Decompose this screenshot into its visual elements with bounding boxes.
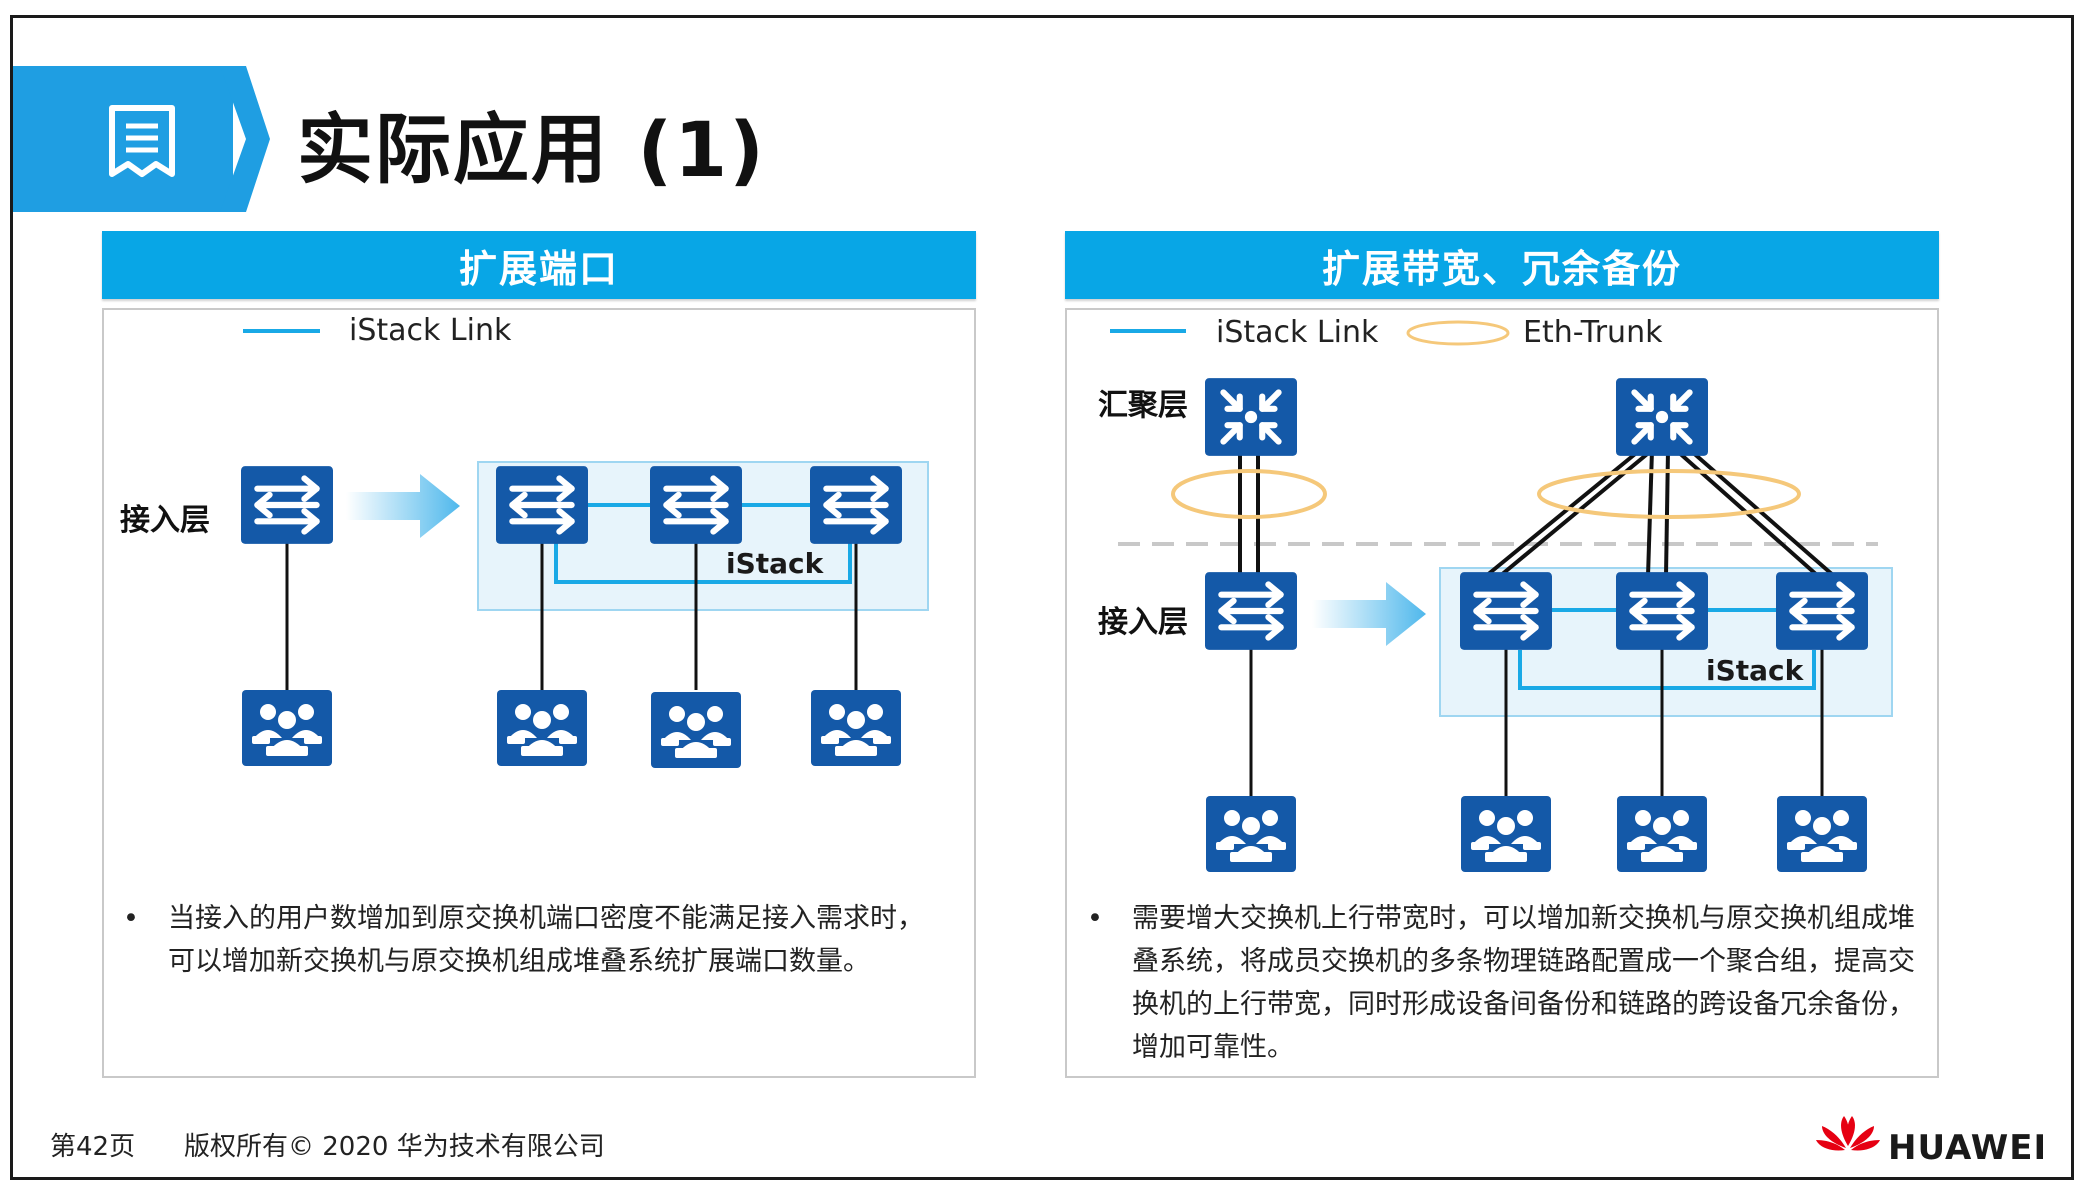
- eth-trunk-legend-icon: [1406, 320, 1510, 346]
- left-stack-label: iStack: [726, 547, 825, 580]
- left-legend-istack-link: iStack Link: [349, 313, 512, 348]
- left-description: • 当接入的用户数增加到原交换机端口密度不能满足接入需求时，可以增加新交换机与原…: [123, 897, 948, 983]
- switch-icon: [810, 466, 902, 544]
- switch-icon: [650, 466, 742, 544]
- right-stack-label: iStack: [1706, 654, 1805, 687]
- users-icon: [651, 692, 741, 768]
- right-trunk-uplinks: [1484, 448, 1836, 578]
- users-icon: [1777, 796, 1867, 872]
- switch-icon: [1776, 572, 1868, 650]
- eth-trunk-right: [1537, 469, 1801, 519]
- title-band-chevron: [220, 66, 270, 212]
- right-legend-istack-link: iStack Link: [1216, 315, 1379, 350]
- right-description-text: 需要增大交换机上行带宽时，可以增加新交换机与原交换机组成堆叠系统，将成员交换机的…: [1132, 903, 1915, 1063]
- document-icon: [109, 105, 175, 177]
- users-icon: [1461, 796, 1551, 872]
- slide-frame: [10, 15, 2074, 1180]
- switch-icon: [496, 466, 588, 544]
- aggregation-layer-label: 汇聚层: [1098, 388, 1188, 423]
- switch-icon: [1205, 572, 1297, 650]
- eth-trunk-left: [1171, 469, 1327, 519]
- left-access-layer-label: 接入层: [120, 503, 210, 538]
- left-istack-links: [554, 503, 852, 584]
- left-description-text: 当接入的用户数增加到原交换机端口密度不能满足接入需求时，可以增加新交换机与原交换…: [168, 903, 924, 977]
- right-single-uplinks: [1238, 450, 1260, 576]
- left-downlinks: [285, 542, 858, 690]
- users-icon: [497, 690, 587, 766]
- bullet-dot: •: [1087, 903, 1103, 934]
- users-icon: [811, 690, 901, 766]
- right-panel-header: 扩展带宽、冗余备份: [1065, 231, 1939, 299]
- brand-name: HUAWEI: [1888, 1128, 2048, 1168]
- users-icon: [1617, 796, 1707, 872]
- right-legend-eth-trunk: Eth-Trunk: [1523, 315, 1663, 350]
- right-istack-links: [1518, 608, 1816, 690]
- arrow-right-icon: [1312, 582, 1426, 646]
- right-access-layer-label: 接入层: [1098, 605, 1188, 640]
- bullet-dot: •: [123, 903, 139, 934]
- arrow-right-icon: [346, 474, 460, 538]
- switch-icon: [241, 466, 333, 544]
- right-description: • 需要增大交换机上行带宽时，可以增加新交换机与原交换机组成堆叠系统，将成员交换…: [1087, 897, 1932, 1069]
- users-icon: [1206, 796, 1296, 872]
- right-legend: [1110, 320, 1510, 346]
- huawei-logo-icon: [1816, 1116, 1880, 1151]
- switch-icon: [1616, 572, 1708, 650]
- page-title: 实际应用 (1): [297, 105, 766, 194]
- title-band: [13, 66, 233, 212]
- left-panel-header: 扩展端口: [102, 231, 976, 299]
- copyright: 版权所有© 2020 华为技术有限公司: [184, 1132, 605, 1162]
- router-icon: [1616, 378, 1708, 456]
- right-downlinks: [1249, 648, 1824, 796]
- page-number: 第42页: [50, 1132, 136, 1162]
- switch-icon: [1460, 572, 1552, 650]
- users-icon: [242, 690, 332, 766]
- router-icon: [1205, 378, 1297, 456]
